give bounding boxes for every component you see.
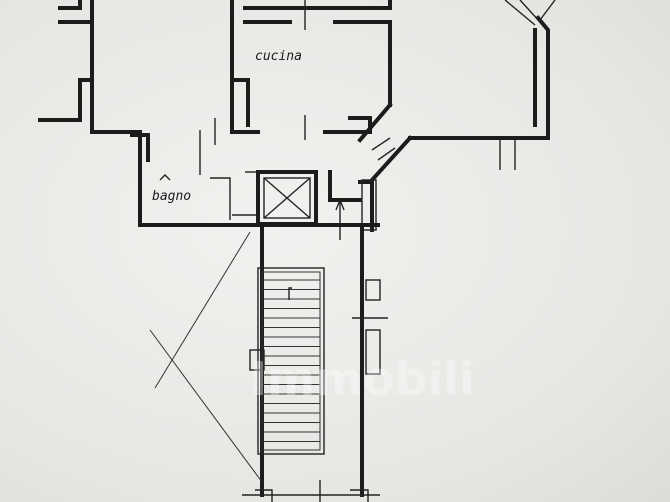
- void-diagonals: [149, 231, 263, 483]
- landing: [328, 170, 377, 240]
- elevator-shaft: [245, 170, 318, 226]
- stair-flight: [257, 267, 325, 455]
- kitchen-walls: [230, 0, 392, 140]
- top-left-walls: [38, 0, 142, 162]
- bathroom-walls: [130, 118, 258, 227]
- watermark: Immobili: [250, 352, 475, 406]
- bathroom-label: bagno: [152, 189, 191, 204]
- kitchen-label: cucina: [255, 49, 302, 64]
- corridor-walls: [357, 0, 556, 232]
